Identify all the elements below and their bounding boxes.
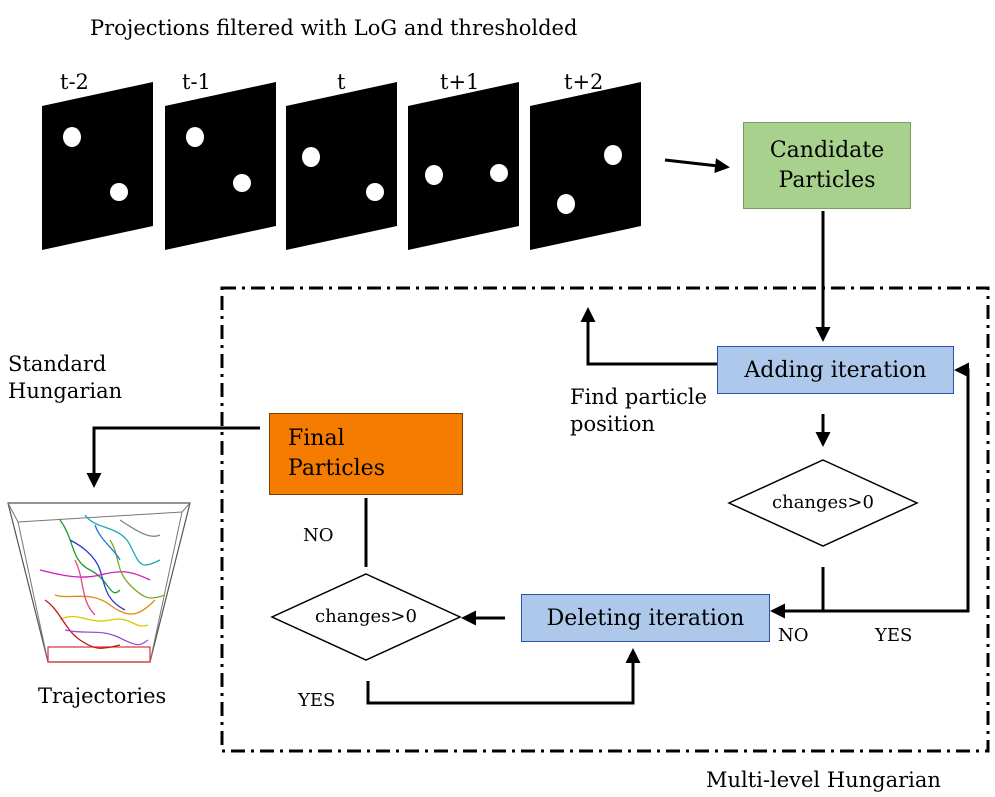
multi-level-hungarian-label: Multi-level Hungarian	[706, 768, 941, 792]
standard-label-line1: Standard	[8, 352, 107, 376]
arrows	[86, 158, 970, 705]
particle-dot	[366, 183, 384, 201]
deleting-iteration-label: Deleting iteration	[546, 605, 745, 631]
frame-label-t-plus-1: t+1	[440, 70, 480, 94]
yes-label-lower: YES	[298, 690, 336, 711]
trajectories-label: Trajectories	[38, 684, 167, 708]
particle-dot	[604, 145, 622, 165]
particle-dot	[302, 147, 320, 167]
no-label-right: NO	[778, 625, 809, 646]
arrow-decision-yes-to-adding	[823, 362, 970, 613]
frame-t-plus-1	[408, 82, 519, 250]
multi-level-region-border	[220, 286, 990, 753]
arrow-final-to-trajectories	[86, 426, 260, 488]
find-label-line2: position	[570, 412, 655, 437]
find-label-line1: Find particle	[570, 385, 707, 409]
trajectory-plot	[7, 502, 191, 663]
candidate-particles-box: Candidate Particles	[743, 122, 911, 209]
particle-dot	[233, 174, 251, 192]
decision-upper-diamond	[727, 459, 919, 547]
final-particles-line1: Final	[288, 426, 345, 452]
final-particles-line2: Particles	[288, 456, 385, 481]
adding-iteration-label: Adding iteration	[744, 357, 927, 383]
arrow-adding-to-find-position	[580, 307, 717, 366]
arrow-decision-yes-to-deleting	[366, 648, 641, 705]
decision-upper-label: changes>0	[772, 492, 874, 513]
particle-dot	[63, 127, 81, 147]
decision-lower-diamond	[270, 573, 462, 661]
particle-dot	[110, 183, 128, 201]
frame-label-t-minus-2: t-2	[60, 70, 89, 94]
yes-label-right: YES	[875, 625, 913, 646]
candidate-particles-line1: Candidate	[769, 137, 885, 163]
find-particle-position-label: Find particle position	[570, 384, 707, 439]
frame-label-t: t	[337, 70, 346, 94]
deleting-iteration-box: Deleting iteration	[521, 594, 770, 642]
final-particles-box: Final Particles	[269, 413, 463, 495]
arrow-frames-to-candidates	[664, 158, 730, 174]
frame-t-minus-1	[165, 82, 276, 250]
particle-dot	[186, 127, 204, 147]
standard-hungarian-label: Standard Hungarian	[8, 351, 122, 406]
frame-t-plus-2	[530, 82, 641, 250]
frame-label-t-plus-2: t+2	[564, 70, 604, 94]
frame-label-t-minus-1: t-1	[182, 70, 211, 94]
frame-t	[286, 82, 397, 250]
particle-dot	[425, 165, 443, 185]
adding-iteration-box: Adding iteration	[717, 346, 954, 394]
decision-lower-label: changes>0	[315, 606, 417, 627]
candidate-particles-line2: Particles	[778, 167, 876, 193]
page-title: Projections filtered with LoG and thresh…	[90, 16, 578, 40]
no-label-final: NO	[303, 525, 334, 546]
standard-label-line2: Hungarian	[8, 379, 123, 404]
particle-dot	[490, 164, 508, 182]
plot-box	[7, 502, 191, 663]
arrow-decision-no-to-deleting	[770, 567, 825, 619]
frame-t-minus-2	[42, 82, 153, 250]
particle-dot	[557, 194, 575, 214]
